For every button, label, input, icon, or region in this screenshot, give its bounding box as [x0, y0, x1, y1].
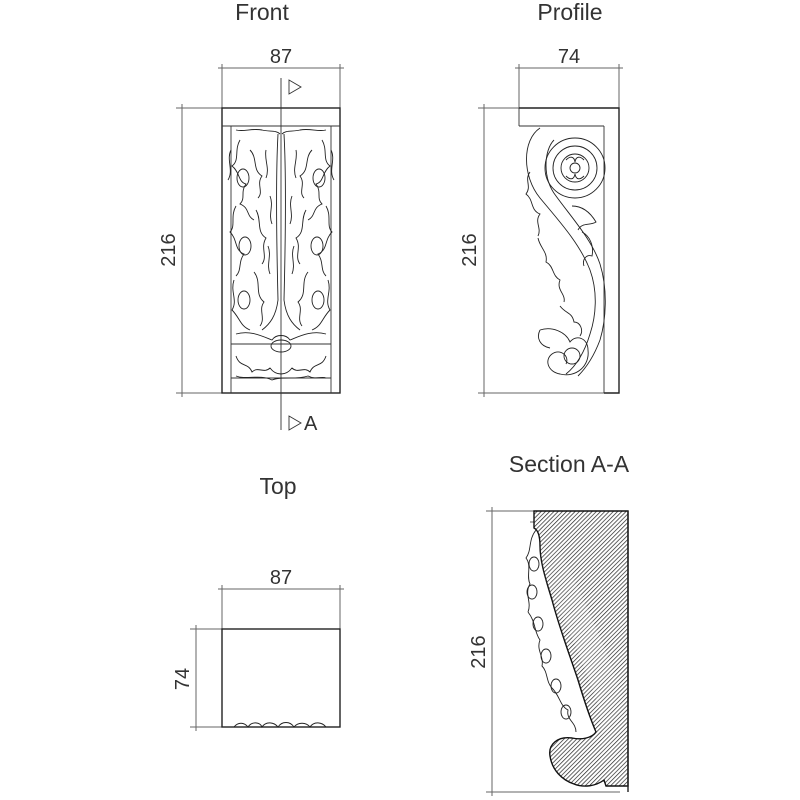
- section-view: Section A-A 216: [468, 451, 630, 796]
- top-body-outline: [221, 628, 341, 728]
- section-arrow-top-icon: [288, 79, 302, 95]
- profile-width-label: 74: [558, 46, 580, 68]
- front-section-line: A: [280, 78, 318, 435]
- front-view: Front 87 216 A: [158, 0, 344, 435]
- profile-height-label: 216: [459, 233, 481, 266]
- top-view-title: Top: [259, 473, 296, 499]
- front-width-label: 87: [270, 46, 292, 68]
- front-view-title: Front: [235, 0, 289, 25]
- front-acanthus-carving: [227, 128, 335, 381]
- top-height-label: 74: [172, 668, 194, 690]
- section-marker-label: A: [304, 413, 318, 435]
- front-width-dimension: 87: [218, 46, 344, 108]
- section-hatched-profile: [528, 510, 629, 792]
- profile-body-outline: [518, 107, 620, 394]
- profile-scroll-carving: [525, 127, 606, 377]
- profile-view: Profile 74 216: [459, 0, 623, 397]
- top-width-dimension: 87: [218, 567, 344, 629]
- top-width-label: 87: [270, 567, 292, 589]
- front-height-dimension: 216: [158, 104, 222, 397]
- profile-view-title: Profile: [537, 0, 602, 25]
- profile-height-dimension: 216: [459, 104, 604, 397]
- top-height-dimension: 74: [172, 625, 222, 731]
- top-view: Top 87 74: [172, 473, 344, 731]
- section-height-label: 216: [468, 635, 490, 668]
- section-ornament-outline: [525, 529, 577, 733]
- front-height-label: 216: [158, 233, 180, 266]
- section-arrow-bottom-icon: [288, 415, 302, 431]
- profile-width-dimension: 74: [515, 46, 623, 108]
- section-height-dimension: 216: [468, 507, 620, 796]
- section-view-title: Section A-A: [509, 451, 630, 477]
